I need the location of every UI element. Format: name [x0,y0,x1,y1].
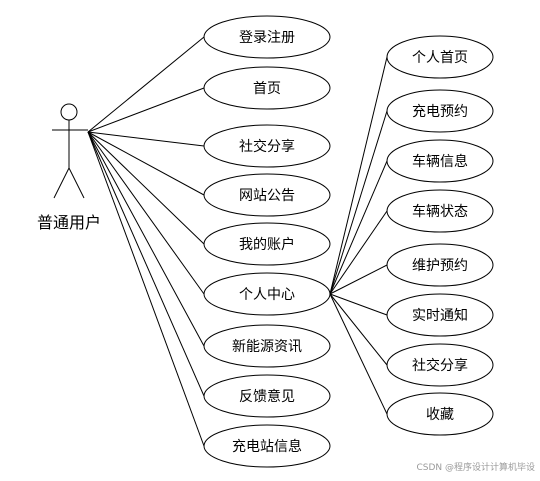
use-case-ellipse [203,324,331,368]
use-case-label: 社交分享 [412,357,468,374]
actor-association-4 [87,131,205,196]
use-case-label: 首页 [253,81,281,97]
include-association-4 [329,210,388,295]
sub-use-case-7: 社交分享 [386,343,494,387]
use-case-label: 车辆信息 [412,153,468,170]
use-case-8: 反馈意见 [203,374,331,418]
actor-association-1 [87,36,205,133]
sub-use-case-4: 车辆状态 [386,189,494,233]
use-case-label: 网站公告 [239,188,295,204]
actor-association-5 [87,131,205,245]
use-case-label: 新能源资讯 [232,339,302,355]
actor-right-leg [68,167,85,199]
use-case-ellipse [203,222,331,266]
sub-use-case-3: 车辆信息 [386,139,494,183]
include-association-8 [329,293,388,415]
use-case-label: 维护预约 [412,258,468,274]
sub-use-case-5: 维护预约 [386,243,494,287]
use-case-label: 登录注册 [239,30,295,46]
sub-use-case-6: 实时通知 [386,293,494,337]
use-case-ellipse [203,272,331,316]
use-case-ellipse [203,15,331,59]
use-case-label: 车辆状态 [412,203,468,220]
sub-use-case-8: 收藏 [386,392,494,436]
use-case-6: 个人中心 [203,272,331,316]
use-case-ellipse [386,293,494,337]
include-association-7 [329,293,388,366]
use-case-label: 个人首页 [412,50,468,66]
sub-use-case-1: 个人首页 [386,35,494,79]
use-case-1: 登录注册 [203,15,331,59]
include-association-2 [329,110,388,295]
use-case-label: 个人中心 [239,287,295,303]
use-case-ellipse [203,424,331,468]
use-case-9: 充电站信息 [203,424,331,468]
use-case-4: 网站公告 [203,173,331,217]
actor-head [60,103,78,121]
include-association-6 [329,293,388,316]
use-case-ellipse [386,343,494,387]
use-case-ellipse [386,189,494,233]
use-case-ellipse [203,66,331,110]
use-case-label: 实时通知 [412,307,468,324]
associations [87,36,388,447]
actor: 普通用户 [37,103,101,232]
include-association-5 [329,264,388,295]
use-case-ellipse [386,139,494,183]
use-case-label: 我的账户 [239,236,295,253]
include-association-1 [329,56,388,295]
actor-label: 普通用户 [37,213,101,232]
actor-left-leg [53,167,70,199]
sub-use-case-2: 充电预约 [386,89,494,133]
actor-association-9 [87,131,205,447]
use-case-2: 首页 [203,66,331,110]
use-case-label: 收藏 [426,407,454,423]
actor-association-3 [87,131,205,147]
actor-association-8 [87,131,205,397]
use-case-ellipse [386,89,494,133]
use-case-ellipse [386,35,494,79]
use-case-ellipse [203,374,331,418]
use-case-label: 充电站信息 [232,438,302,455]
use-case-ellipse [386,392,494,436]
use-case-label: 反馈意见 [239,388,295,405]
watermark: CSDN @程序设计计算机毕设 [416,461,535,473]
actor-association-2 [87,87,205,133]
use-case-ellipse [386,243,494,287]
use-case-3: 社交分享 [203,124,331,168]
use-case-label: 充电预约 [412,104,468,120]
use-case-ellipse [203,124,331,168]
use-case-ellipse [203,173,331,217]
actor-association-6 [87,131,205,295]
use-case-7: 新能源资讯 [203,324,331,368]
actor-association-7 [87,131,205,347]
include-association-3 [329,160,388,295]
use-case-5: 我的账户 [203,222,331,266]
use-case-label: 社交分享 [239,138,295,155]
